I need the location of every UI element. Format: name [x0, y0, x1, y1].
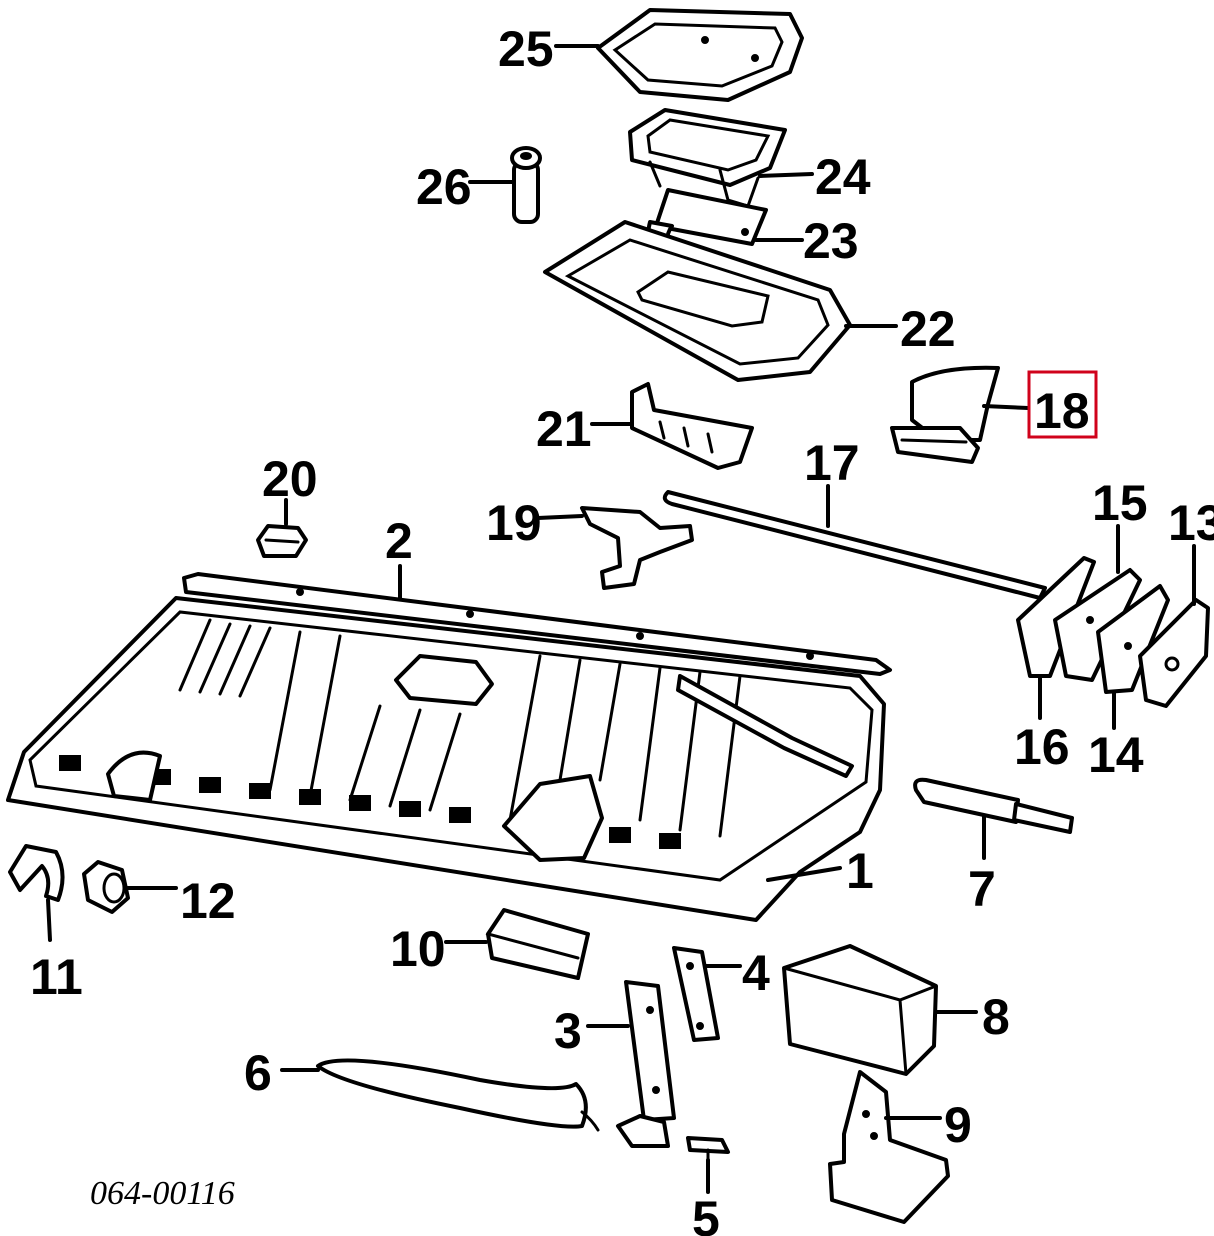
part-12-grommet[interactable] [82, 860, 130, 914]
label-7[interactable]: 7 [968, 861, 996, 917]
part-17-support-rod[interactable] [662, 490, 1047, 600]
label-6[interactable]: 6 [244, 1045, 272, 1101]
part-6-cable[interactable] [316, 1058, 600, 1132]
label-26[interactable]: 26 [416, 159, 472, 215]
part-9-l-bracket[interactable] [828, 1070, 950, 1224]
label-19[interactable]: 19 [486, 495, 542, 551]
part-18-air-duct[interactable] [890, 365, 1000, 464]
part-3-hinge-arm[interactable] [616, 980, 676, 1148]
part-21-channel-bracket[interactable] [630, 382, 754, 470]
part-20-clip[interactable] [256, 524, 308, 558]
label-17[interactable]: 17 [804, 435, 860, 491]
label-25[interactable]: 25 [498, 21, 554, 77]
part-2-rail[interactable] [182, 572, 892, 676]
part-4-strap[interactable] [672, 946, 720, 1042]
part-26-bushing[interactable] [510, 146, 542, 224]
label-1[interactable]: 1 [846, 843, 874, 899]
label-23[interactable]: 23 [803, 213, 859, 269]
label-24[interactable]: 24 [815, 149, 871, 205]
label-14[interactable]: 14 [1088, 727, 1144, 783]
label-8[interactable]: 8 [982, 989, 1010, 1045]
part-5-bolt[interactable] [686, 1136, 730, 1160]
diagram-code: 064-00116 [90, 1175, 235, 1212]
label-3[interactable]: 3 [554, 1003, 582, 1059]
label-11[interactable]: 11 [30, 949, 83, 1005]
label-15[interactable]: 15 [1092, 475, 1148, 531]
label-9[interactable]: 9 [944, 1097, 972, 1153]
part-19-hinge-bracket[interactable] [580, 506, 694, 590]
label-5[interactable]: 5 [692, 1191, 720, 1236]
label-20[interactable]: 20 [262, 451, 318, 507]
part-10-block[interactable] [485, 908, 590, 980]
part-8-box[interactable] [782, 944, 938, 1076]
label-4[interactable]: 4 [742, 945, 770, 1001]
highlight-box-18 [1027, 370, 1098, 439]
part-7-pivot-pin[interactable] [913, 777, 1074, 834]
label-18[interactable]: 18 [1034, 383, 1090, 439]
label-13[interactable]: 13 [1168, 495, 1214, 551]
part-11-clip[interactable] [8, 844, 65, 902]
label-21[interactable]: 21 [536, 401, 592, 457]
part-24-bezel[interactable] [628, 108, 787, 208]
label-22[interactable]: 22 [900, 301, 956, 357]
label-12[interactable]: 12 [180, 873, 236, 929]
part-1-floor-panel[interactable] [6, 596, 886, 922]
label-10[interactable]: 10 [390, 921, 446, 977]
part-25-trim-ring[interactable] [596, 8, 804, 102]
label-2[interactable]: 2 [385, 513, 413, 569]
label-16[interactable]: 16 [1014, 719, 1070, 775]
